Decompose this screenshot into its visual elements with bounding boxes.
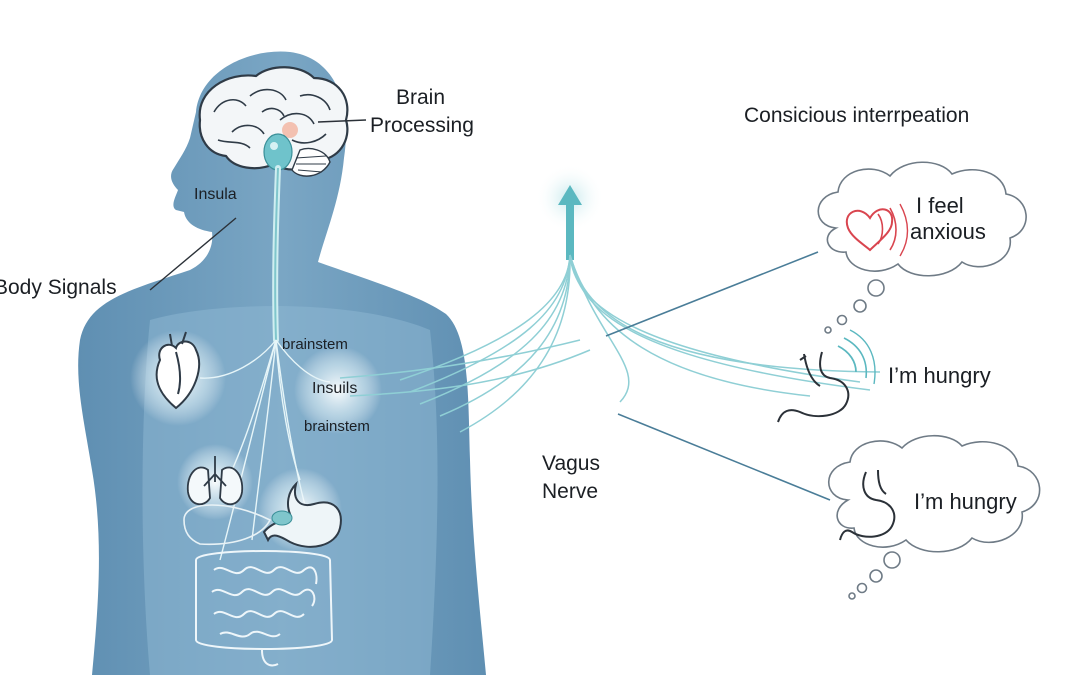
stomach-icon [839, 469, 896, 541]
thought-text-hungry-cloud: I’m hungry [914, 489, 1017, 514]
lungs-icon [186, 456, 244, 506]
stomach-signal-icon [777, 329, 876, 423]
liver-outline [183, 504, 272, 546]
insula-label: Insula [194, 186, 237, 203]
brain-label-line2: Processing [370, 114, 474, 137]
body-signals-label: Body Signals [0, 276, 117, 299]
thought-cloud-anxious [817, 161, 1027, 334]
thought-text-anxious-line1: I feel [916, 193, 964, 218]
vagus-nerve-label-line1: Vagus [542, 452, 600, 475]
brain-icon [198, 66, 349, 177]
brainstem-label-lower: brainstem [304, 418, 370, 435]
brain-label-line1: Brain [396, 86, 446, 109]
heart-organ-icon [155, 331, 201, 410]
thought-cloud-hungry [827, 435, 1041, 600]
heart-signal-icon [845, 203, 909, 257]
connector-lines [149, 119, 367, 291]
thought-text-anxious-line2: anxious [910, 219, 986, 244]
stomach-organ-icon [262, 480, 342, 548]
conscious-interpretation-title: Consicious interrpeation [744, 104, 970, 127]
vagus-nerve-label-line2: Nerve [542, 480, 599, 503]
brainstem-label-upper: brainstem [282, 336, 348, 353]
interpretation-lines [605, 251, 831, 501]
vagus-nerve-fibers [339, 254, 881, 433]
upward-arrow-icon [558, 185, 582, 260]
thought-text-hungry-stomach: I’m hungry [888, 363, 991, 388]
insuils-label: Insuils [312, 380, 358, 397]
intestines-icon [195, 550, 334, 667]
